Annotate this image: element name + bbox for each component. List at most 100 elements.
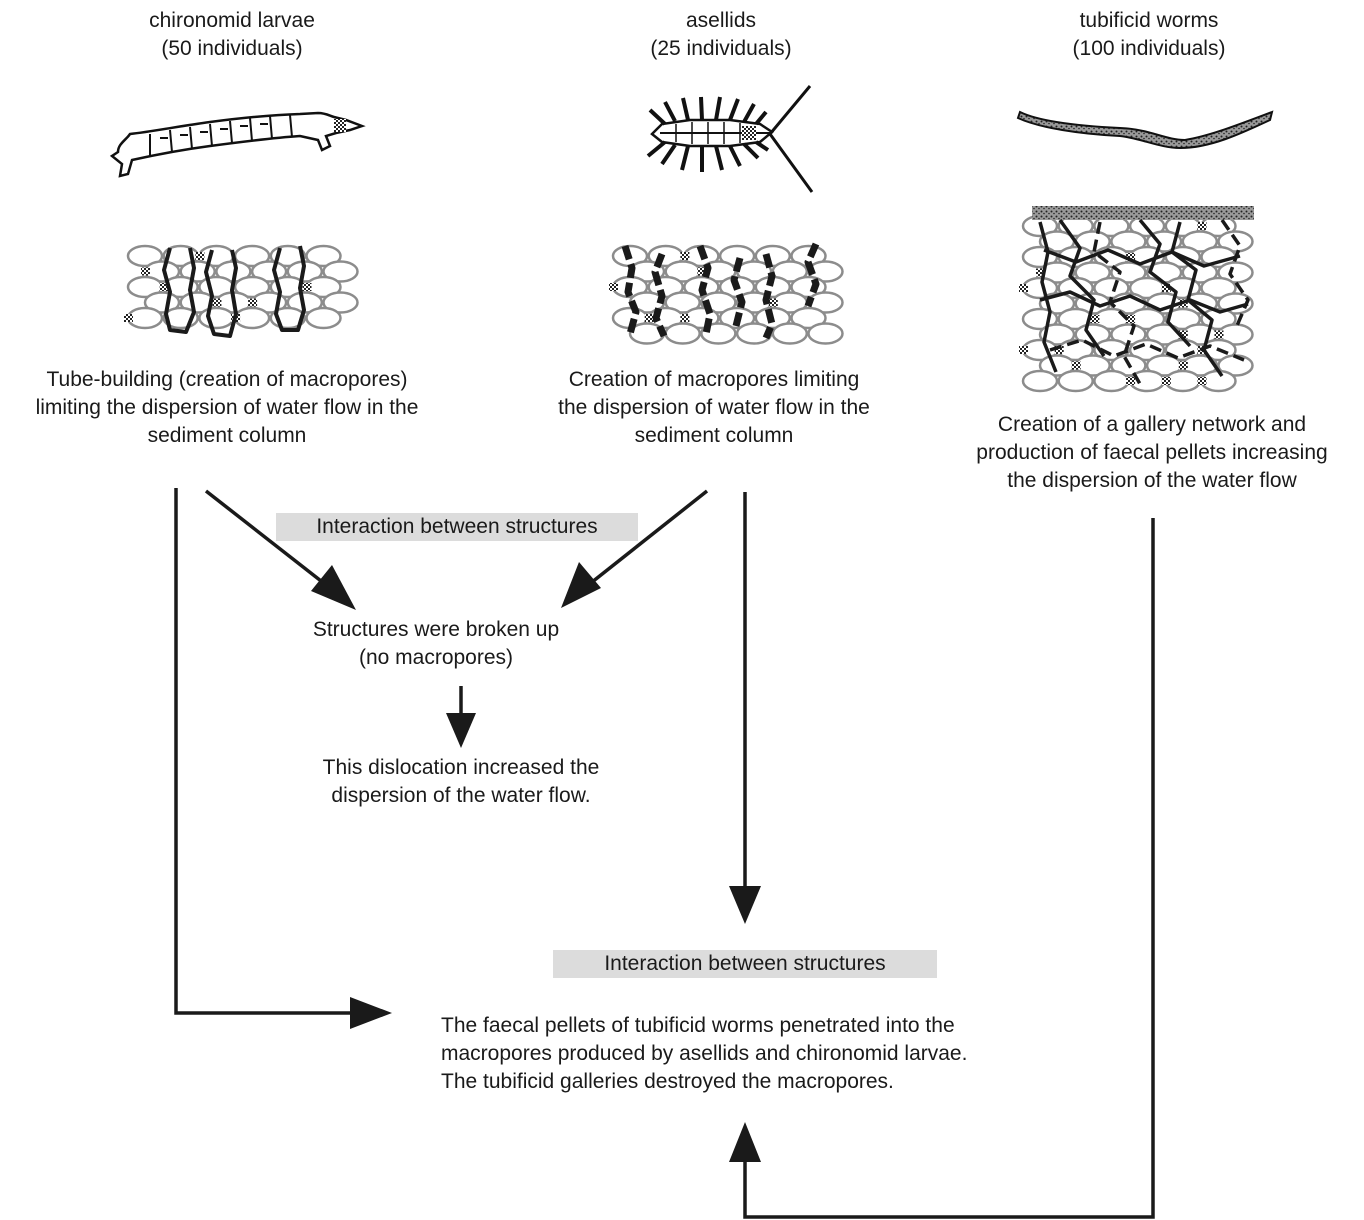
sediment-grain xyxy=(305,244,342,268)
arrowhead-tubificid-to-interaction-2 xyxy=(729,1122,761,1162)
burrow-path xyxy=(1043,248,1241,268)
burrow-path xyxy=(1058,218,1106,357)
sediment-pellet xyxy=(1214,330,1224,339)
sediment-grain xyxy=(322,260,359,283)
sediment-pellet xyxy=(124,314,133,322)
asellid-name: asellids xyxy=(685,9,757,32)
sediment-pellet xyxy=(1019,346,1028,354)
breakup-result: Structures were broken up (no macropores… xyxy=(286,616,586,672)
chironomid-effect-line: sediment column xyxy=(147,424,307,447)
sediment-grain xyxy=(1217,261,1254,284)
sediment-grain xyxy=(1181,230,1219,253)
chironomid-count: (50 individuals) xyxy=(161,37,303,60)
sediment-pellet xyxy=(1197,222,1207,230)
sediment-pellet xyxy=(1090,315,1100,323)
sediment-pellet xyxy=(1071,361,1081,370)
faecal-pellet-layer xyxy=(1032,206,1254,220)
sediment-grain xyxy=(1164,369,1202,393)
interaction-label-1: Interaction between structures xyxy=(276,513,638,541)
chironomid-name: chironomid larvae xyxy=(149,9,315,32)
tubificid-count: (100 individuals) xyxy=(1072,37,1226,60)
sediment-grain xyxy=(322,291,359,314)
tubificid-effect-line: the dispersion of the water flow xyxy=(1007,469,1297,492)
breakup-result-line: Structures were broken up xyxy=(312,618,560,641)
asellid-effect-line: Creation of macropores limiting xyxy=(568,368,860,391)
chironomid-sediment-illustration xyxy=(124,244,359,338)
asellid-effect: Creation of macropores limiting the disp… xyxy=(504,366,924,450)
sediment-grain xyxy=(233,275,271,299)
sediment-grain xyxy=(305,306,342,330)
dislocation-line: dispersion of the water flow. xyxy=(331,784,591,807)
burrow-path xyxy=(204,249,238,338)
sediment-pellet xyxy=(1126,315,1136,323)
burrow-path xyxy=(272,245,306,332)
sediment-pellet xyxy=(159,283,169,291)
sediment-pellet xyxy=(680,252,690,260)
breakup-result-line: (no macropores) xyxy=(358,646,514,669)
faecal-pellet-result-line: macropores produced by asellids and chir… xyxy=(441,1042,968,1065)
faecal-pellet-result-line: The tubificid galleries destroyed the ma… xyxy=(441,1070,894,1093)
burrow-path xyxy=(1138,218,1192,348)
sediment-grain xyxy=(1110,261,1147,284)
arrow-asellid-to-breakup xyxy=(580,489,709,592)
sediment-grain xyxy=(1164,307,1202,331)
arrow-chironomid-to-interaction-2 xyxy=(174,488,352,1015)
sediment-grain xyxy=(1038,323,1076,346)
sediment-pellet xyxy=(1178,330,1188,339)
tubificid-effect-line: production of faecal pellets increasing xyxy=(976,441,1328,464)
burrow-path xyxy=(730,257,746,327)
sediment-pellet xyxy=(1036,268,1045,277)
asellid-effect-line: sediment column xyxy=(634,424,794,447)
sediment-grain xyxy=(233,306,271,330)
sediment-pellet xyxy=(768,298,778,307)
arrow-chironomid-to-breakup xyxy=(204,489,332,590)
chironomid-header: chironomid larvae (50 individuals) xyxy=(82,7,382,63)
sediment-pellet xyxy=(212,298,222,307)
sediment-grain xyxy=(1074,261,1111,284)
sediment-grain xyxy=(1021,369,1059,393)
sediment-pellet xyxy=(302,283,312,291)
burrow-path xyxy=(1220,219,1250,329)
burrow-path xyxy=(804,242,820,308)
arrow-tubificid-to-interaction-2 xyxy=(743,518,1155,1219)
arrowhead-asellid-to-interaction-2 xyxy=(729,886,761,924)
chironomid-effect-line: Tube-building (creation of macropores) xyxy=(46,368,408,391)
faecal-pellet-result: The faecal pellets of tubificid worms pe… xyxy=(441,1012,1061,1096)
sediment-pellet xyxy=(195,252,205,260)
sediment-pellet xyxy=(1126,377,1136,385)
sediment-pellet xyxy=(680,314,690,322)
arrowhead-chironomid-to-interaction-2 xyxy=(350,997,392,1029)
sediment-pellet xyxy=(1126,253,1136,261)
faecal-pellet-result-line: The faecal pellets of tubificid worms pe… xyxy=(441,1014,955,1037)
sediment-grain xyxy=(664,291,701,314)
sediment-grain xyxy=(198,306,235,330)
sediment-grain xyxy=(1093,369,1130,393)
asellid-icon xyxy=(646,85,814,193)
burrow-path xyxy=(696,244,714,335)
sediment-grain xyxy=(790,306,827,330)
tubificid-effect: Creation of a gallery network and produc… xyxy=(944,411,1360,495)
arrowhead-asellid-to-breakup xyxy=(561,562,601,608)
chironomid-effect: Tube-building (creation of macropores) l… xyxy=(2,366,452,450)
burrow-path xyxy=(162,247,196,334)
arrowhead-chironomid-to-breakup xyxy=(311,565,356,610)
burrow-path xyxy=(1039,290,1249,314)
asellid-count: (25 individuals) xyxy=(650,37,792,60)
dislocation-consequence: This dislocation increased the dispersio… xyxy=(286,754,636,810)
sediment-grain xyxy=(126,244,164,268)
sediment-pellet xyxy=(1054,346,1064,354)
burrow-path xyxy=(1049,338,1245,362)
sediment-pellet xyxy=(1161,377,1171,385)
sediment-pellet xyxy=(644,314,654,322)
tubificid-sediment-illustration xyxy=(1019,206,1254,393)
tubificid-header: tubificid worms (100 individuals) xyxy=(999,7,1299,63)
sediment-pellet xyxy=(1161,284,1171,292)
sediment-grain xyxy=(771,322,809,345)
sediment-grain xyxy=(664,322,701,345)
arrowhead-breakup-to-dislocation xyxy=(446,713,476,748)
tubificid-effect-line: Creation of a gallery network and xyxy=(997,413,1307,436)
sediment-pellet xyxy=(697,267,707,276)
chironomid-larva-icon xyxy=(109,111,366,178)
sediment-pellet xyxy=(1178,361,1188,370)
